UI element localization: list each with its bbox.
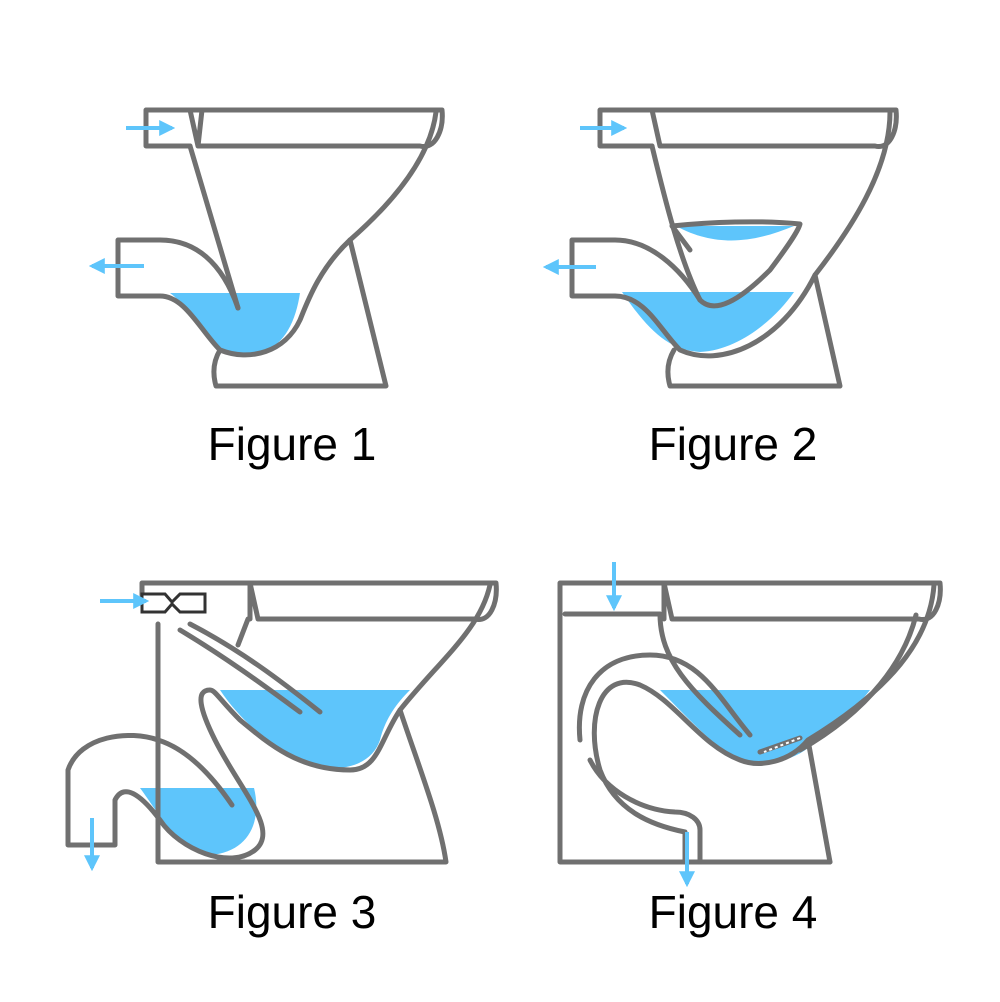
water-fill xyxy=(220,690,410,769)
figure-caption: Figure 4 xyxy=(649,886,818,938)
back-wall xyxy=(562,611,743,738)
toilet-rim xyxy=(557,580,943,865)
figure-caption: Figure 1 xyxy=(208,418,377,470)
flush-valve xyxy=(140,592,207,614)
water-fill xyxy=(676,226,794,241)
outlet-trapway xyxy=(569,237,818,359)
figure-3: Figure 3 xyxy=(65,580,499,938)
water-fill xyxy=(170,293,300,355)
figure-caption: Figure 3 xyxy=(208,886,377,938)
inner-bowl xyxy=(649,143,803,309)
bowl-back-wall xyxy=(211,109,439,389)
bowl-back-wall xyxy=(665,109,893,389)
siphon-jet-pipe xyxy=(177,621,323,715)
figure-4: Figure 4 xyxy=(557,562,943,938)
outlet-trapway xyxy=(115,237,353,358)
jet-arrow xyxy=(763,737,801,753)
bowl-outer xyxy=(587,582,937,865)
water-fill xyxy=(140,788,257,855)
figure-1: Figure 1 xyxy=(88,107,445,470)
inlet-channel xyxy=(187,143,241,311)
toilet-rim xyxy=(143,107,445,149)
bowl-wall xyxy=(89,582,493,861)
toilet-rim xyxy=(597,107,899,149)
figure-caption: Figure 2 xyxy=(649,418,818,470)
outlet-trapway xyxy=(65,621,449,865)
water-fill xyxy=(622,292,794,352)
figure-2: Figure 2 xyxy=(542,107,899,470)
trapway-inner xyxy=(576,652,753,743)
